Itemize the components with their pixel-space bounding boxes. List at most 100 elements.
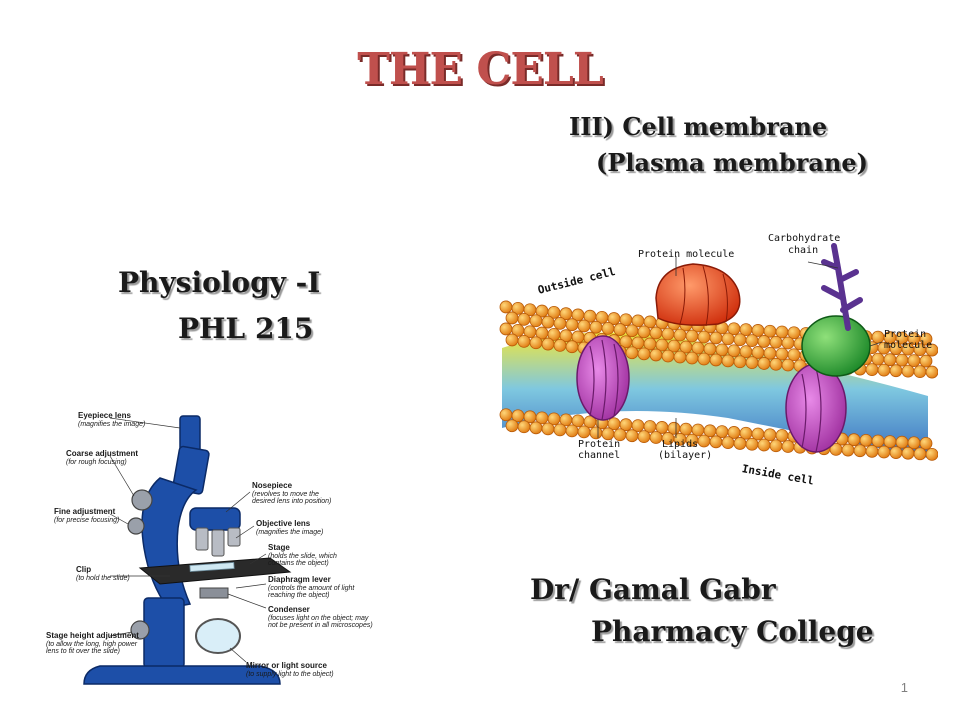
cell-membrane-figure: Carbohydrate chain Protein molecule Outs… [498, 228, 939, 490]
lipid-head [541, 337, 555, 351]
lipid-head [637, 347, 651, 361]
stage-height-knob-shape [130, 620, 150, 640]
nosepiece-shape [189, 507, 241, 531]
course-code: PHL 215 [178, 312, 314, 345]
lipid-head [649, 348, 663, 362]
lipid-head [601, 321, 615, 335]
label-carbohydrate: Carbohydrate [768, 233, 841, 244]
lipid-head [499, 408, 513, 422]
leader-nosepiece [225, 491, 251, 513]
lipid-head [709, 353, 723, 367]
label-fine-note: (for precise focusing) [54, 517, 120, 524]
lipid-head [877, 445, 891, 459]
lipid-head [529, 336, 543, 350]
lipid-head [841, 443, 855, 457]
lipid-head [721, 354, 735, 368]
lipid-head [901, 364, 915, 378]
objective-lens-1 [195, 527, 209, 551]
label-diaphragm: Diaphragm lever [268, 575, 331, 584]
lipid-head [745, 334, 759, 348]
lipid-head [883, 353, 897, 367]
lipid-head [871, 434, 885, 448]
lipid-head [637, 325, 651, 339]
label-protein-top: Protein molecule [638, 249, 735, 260]
lipid-head [505, 419, 519, 433]
lipid-head [529, 314, 543, 328]
lipid-head [589, 426, 603, 440]
lipid-head [853, 444, 867, 458]
lipid-head [709, 331, 723, 345]
lipid-head [517, 312, 531, 326]
lipid-head [517, 420, 531, 434]
label-clip: Clip [76, 565, 92, 574]
label-stage-height: Stage height adjustment [46, 631, 139, 640]
label-nosepiece-note: (revolves to move the desired lens into … [252, 491, 332, 506]
peripheral-protein-shape [801, 315, 871, 377]
lipid-head [859, 433, 873, 447]
label-eyepiece: Eyepiece lens [78, 411, 131, 420]
label-objective: Objective lens [256, 519, 311, 528]
lipid-head [697, 330, 711, 344]
leader-stage-height [109, 631, 133, 637]
surface-protein-shape [655, 263, 741, 326]
lipid-head [553, 339, 567, 352]
lipid-head [721, 436, 735, 450]
lipid-head [901, 446, 915, 460]
label-eyepiece-note: (magnifies the image) [78, 421, 146, 428]
label-stage-height-note: (to allow the long, high power lens to f… [46, 641, 138, 656]
lipid-head [889, 446, 903, 459]
base-shape [83, 665, 281, 685]
lipid-head [709, 435, 723, 449]
objective-lens-3 [227, 527, 241, 547]
lipid-head [733, 437, 747, 450]
lipid-head [625, 324, 639, 338]
lipid-head [613, 323, 627, 336]
objective-lens-2 [211, 529, 225, 557]
lipid-head [649, 326, 663, 340]
lipid-head [661, 349, 675, 363]
lipid-head [889, 364, 903, 378]
lipid-head [745, 356, 759, 370]
lipid-head [919, 354, 933, 368]
lipid-head [541, 422, 555, 436]
leader-stage [249, 553, 267, 565]
page-number: 1 [900, 680, 908, 695]
leader-protein-right [869, 341, 883, 347]
lipid-head [769, 335, 783, 349]
lipid-head [697, 434, 711, 448]
lipid-head [895, 435, 909, 449]
label-fine: Fine adjustment [54, 507, 116, 516]
label-chain: chain [788, 245, 819, 256]
lipid-head [781, 336, 795, 350]
lipid-head [661, 327, 675, 341]
label-objective-note: (magnifies the image) [256, 529, 324, 536]
stage-shape [138, 557, 292, 585]
lipid-head [505, 311, 519, 325]
lipid-head [865, 363, 879, 377]
lipid-head [697, 352, 711, 366]
lipid-head [769, 357, 783, 371]
leader-carbohydrate [807, 261, 839, 269]
label-coarse: Coarse adjustment [66, 449, 139, 458]
lipid-head [907, 354, 921, 368]
microscope-figure: Eyepiece lens (magnifies the image) Coar… [40, 408, 400, 698]
lipid-head [577, 425, 591, 439]
lipid-head [529, 421, 543, 435]
lipid-head [721, 332, 735, 346]
lipid-head [625, 346, 639, 360]
slide-shape [189, 562, 235, 572]
leader-coarse [109, 455, 135, 497]
label-clip-note: (to hold the slide) [76, 575, 130, 582]
lipid-head [877, 363, 891, 377]
label-condenser-note: (focuses light on the object; may not be… [268, 615, 373, 630]
mirror-shape [195, 618, 241, 654]
lipid-head [913, 365, 927, 379]
label-nosepiece: Nosepiece [252, 481, 293, 490]
course-name: Physiology -I [118, 266, 321, 299]
lipid-head [925, 447, 939, 461]
lipid-head [673, 350, 687, 364]
lipid-head [685, 329, 699, 343]
lipid-head [781, 358, 795, 372]
leader-condenser [227, 593, 267, 609]
coarse-knob-shape [131, 489, 153, 511]
